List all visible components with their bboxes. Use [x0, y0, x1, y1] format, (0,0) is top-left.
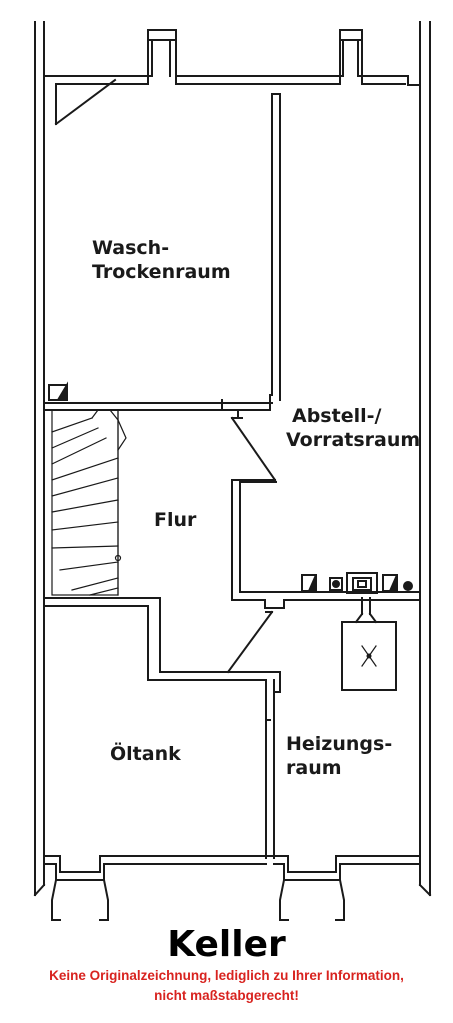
- wall-wasch-bottom: [43, 394, 273, 411]
- room-label-oeltank: Öltank: [110, 743, 181, 765]
- window-well-bottom-right: [279, 878, 345, 921]
- room-label-heizung: Heizungs- raum: [286, 732, 392, 780]
- room-label-abstell-line2: Vorratsraum: [286, 429, 421, 451]
- chimney-right-2: [329, 577, 343, 591]
- wall-wasch-abstell: [271, 93, 281, 401]
- window-well-top-left: [147, 29, 177, 41]
- room-label-heizung-line2: raum: [286, 757, 342, 779]
- door-swing-wasch: [54, 78, 117, 126]
- room-label-wasch-line2: Trockenraum: [92, 261, 231, 283]
- disclaimer-line-2: nicht maßstabgerecht!: [154, 988, 299, 1003]
- chimney-left: [48, 381, 68, 401]
- window-well-top-right: [339, 29, 363, 41]
- wall-flur-oeltank: [43, 597, 273, 681]
- staircase: [51, 409, 127, 596]
- wall-abstell-bottom: [231, 591, 421, 609]
- chimney-right-5: [403, 581, 413, 591]
- room-label-abstell: Abstell-/ Vorratsraum: [286, 404, 420, 452]
- room-label-wasch-line1: Wasch-: [92, 237, 170, 259]
- door-heizung: [226, 610, 274, 674]
- room-label-flur: Flur: [154, 509, 197, 531]
- plan-title: Keller: [167, 924, 286, 965]
- disclaimer-line-1: Keine Originalzeichnung, lediglich zu Ih…: [49, 968, 404, 983]
- room-label-heizung-line1: Heizungs-: [286, 733, 393, 755]
- room-label-wasch: Wasch- Trockenraum: [92, 236, 231, 284]
- wall-flur-abstell: [231, 479, 277, 601]
- outer-wall-left: [34, 21, 45, 896]
- room-label-abstell-line1: Abstell-/: [292, 405, 382, 427]
- outer-wall-right: [419, 21, 431, 896]
- wall-oeltank-heizung: [265, 671, 281, 859]
- top-wall: [43, 29, 421, 86]
- chimney-right-4: [382, 574, 398, 592]
- outer-bottom-corners: [33, 883, 432, 897]
- door-flur-abstell: [221, 399, 277, 482]
- bottom-wall: [43, 855, 421, 881]
- chimney-right-3: [346, 572, 378, 594]
- chimney-right-1: [301, 574, 317, 592]
- boiler: [341, 597, 397, 691]
- window-well-bottom-left: [51, 878, 109, 921]
